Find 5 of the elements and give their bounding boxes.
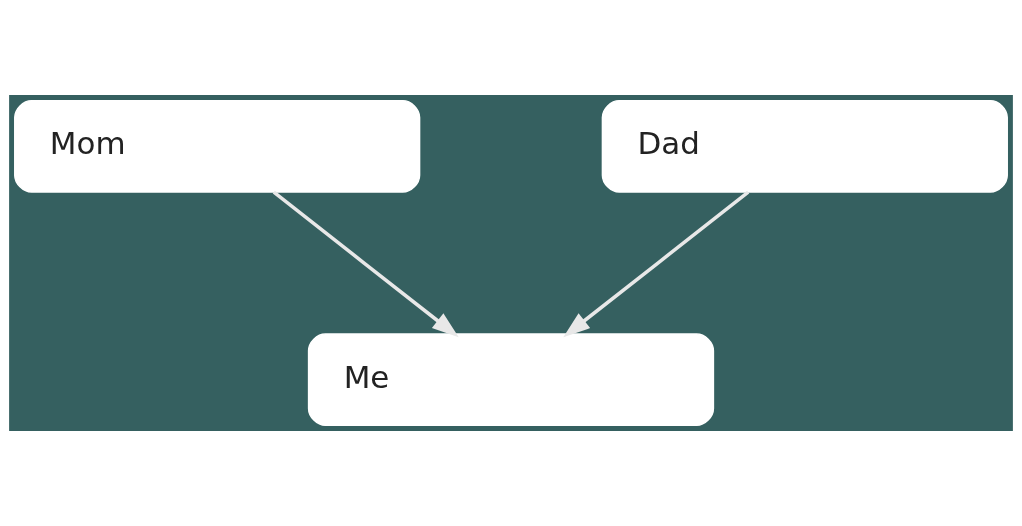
arrow: [272, 190, 459, 338]
arrow: [563, 190, 750, 338]
node-box: Dad: [601, 99, 1008, 193]
node-box: Mom: [14, 99, 421, 193]
node-box: Me: [307, 333, 715, 427]
